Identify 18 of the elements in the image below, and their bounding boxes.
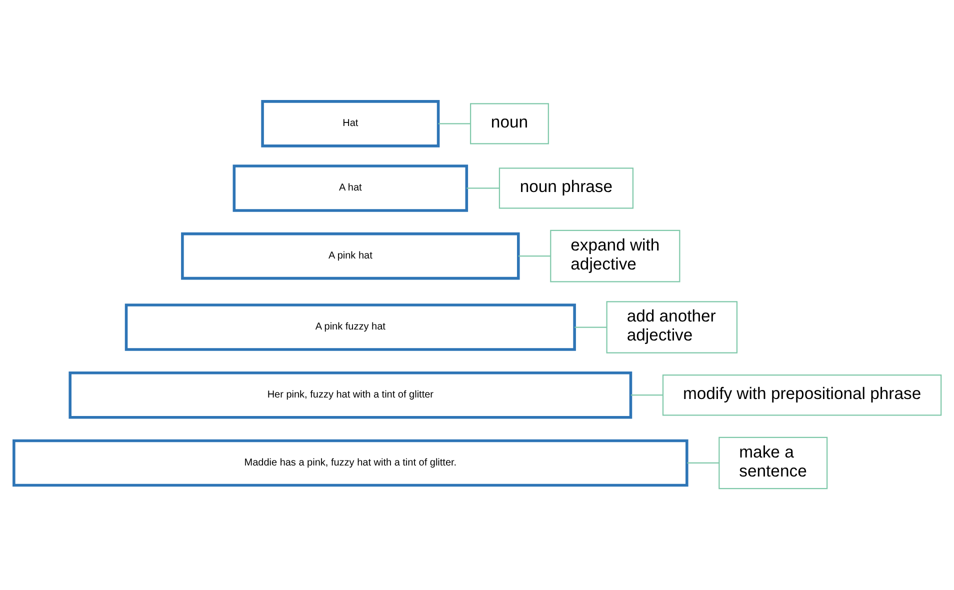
node-box: Her pink, fuzzy hat with a tint of glitter bbox=[68, 371, 632, 419]
connector bbox=[438, 123, 470, 124]
connector bbox=[630, 394, 662, 396]
node-box: modify with prepositional phrase bbox=[662, 374, 942, 416]
node-box: make a sentence bbox=[718, 436, 828, 490]
node-box: A pink fuzzy hat bbox=[124, 304, 576, 351]
node-box: A hat bbox=[232, 164, 468, 212]
node-box: Hat bbox=[260, 100, 440, 148]
node-box: noun bbox=[470, 103, 548, 144]
node-box: A pink hat bbox=[180, 232, 520, 280]
connector bbox=[574, 326, 606, 328]
connector bbox=[518, 256, 550, 257]
node-box: noun phrase bbox=[498, 168, 633, 209]
connector bbox=[686, 462, 719, 464]
node-box: Maddie has a pink, fuzzy hat with a tint of glitter. bbox=[12, 439, 688, 487]
node-box: add another adjective bbox=[606, 301, 738, 354]
connector bbox=[466, 188, 499, 189]
node-box: expand with adjective bbox=[550, 230, 680, 282]
